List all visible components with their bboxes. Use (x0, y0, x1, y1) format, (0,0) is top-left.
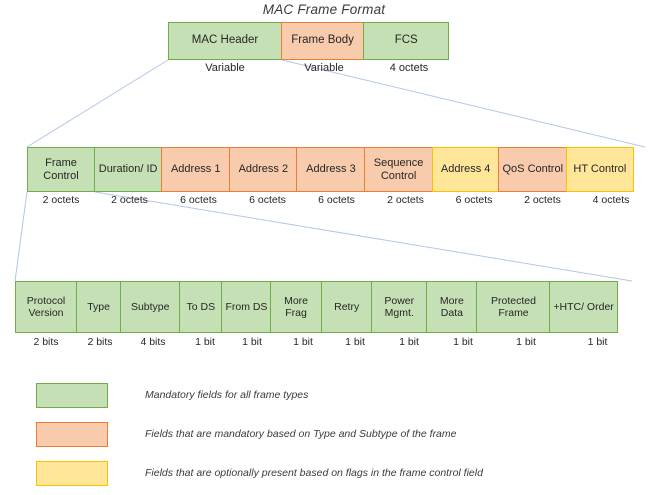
frame-control-cell: More Data (425, 281, 478, 333)
mac-frame-cell: FCS (363, 22, 450, 60)
mac-frame-cell: Frame Body (280, 22, 365, 60)
frame-control-cell: More Frag (270, 281, 323, 333)
legend-label: Mandatory fields for all frame types (145, 389, 309, 401)
frame-control-size-label: 1 bit (242, 336, 262, 348)
mac-header-size-row: 2 octets 2 octets 6 octets 6 octets 6 octets… (27, 194, 645, 206)
mac-header-size-label: 4 octets (592, 194, 630, 206)
frame-control-cell: From DS (221, 281, 272, 333)
frame-control-cell: +HTC/ Order (549, 281, 619, 333)
mac-frame-size-label: 4 octets (389, 62, 429, 74)
frame-control-size-label: 1 bit (399, 336, 419, 348)
frame-control-cell: Subtype (120, 281, 181, 333)
mac-header-cell: QoS Control (498, 147, 568, 192)
frame-control-cell: Protected Frame (476, 281, 551, 333)
frame-control-size-label: 1 bit (195, 336, 215, 348)
frame-control-cell: To DS (178, 281, 223, 333)
mac-frame-size-row: Variable Variable 4 octets (168, 62, 452, 74)
connector-mac-header-left (26, 59, 169, 148)
legend-item: Fields that are optionally present based… (36, 456, 636, 490)
legend-item: Fields that are mandatory based on Type … (36, 417, 636, 451)
mac-header-cell: Duration/ ID (93, 147, 163, 192)
frame-control-size-label: 1 bit (516, 336, 536, 348)
mac-header-size-label: 6 octets (180, 194, 217, 206)
mac-header-size-label: 2 octets (111, 194, 148, 206)
frame-control-size-label: 1 bit (587, 336, 608, 348)
connector-frame-control-left (14, 191, 28, 282)
mac-frame-size-label: Variable (304, 62, 344, 74)
frame-control-size-label: 2 bits (87, 336, 113, 348)
mac-header-cell: Sequence Control (364, 147, 434, 192)
mac-header-cell: Address 3 (296, 147, 366, 192)
frame-control-size-label: 1 bit (453, 336, 473, 348)
mac-frame-size-label: Variable (205, 62, 245, 74)
frame-control-cell: Power Mgmt. (371, 281, 428, 333)
frame-control-size-label: 1 bit (345, 336, 365, 348)
frame-control-size-row: 2 bits 2 bits 4 bits 1 bit 1 bit 1 bit 1 bit 1 … (15, 336, 632, 348)
mac-header-size-label: 6 octets (455, 194, 493, 206)
frame-control-size-label: 1 bit (293, 336, 313, 348)
frame-control-size-label: 4 bits (140, 336, 166, 348)
mac-header-cell: Frame Control (27, 147, 95, 192)
legend-label: Fields that are mandatory based on Type … (145, 428, 457, 440)
mac-header-cell: Address 2 (228, 147, 298, 192)
diagram-title: MAC Frame Format (262, 2, 386, 17)
mac-header-cell: HT Control (565, 147, 634, 192)
frame-control-size-label: 2 bits (33, 336, 59, 348)
legend-swatch-orange (36, 421, 108, 447)
legend-item: Mandatory fields for all frame types (36, 378, 636, 412)
mac-header-size-label: 6 octets (249, 194, 286, 206)
legend-label: Fields that are optionally present based… (145, 467, 483, 479)
frame-control-cell: Retry (320, 281, 373, 333)
mac-header-cell: Address 1 (161, 147, 231, 192)
mac-header-cell: Address 4 (431, 147, 500, 192)
mac-header-size-label: 2 octets (387, 194, 424, 206)
legend-swatch-green (36, 382, 108, 408)
mac-frame-cell: MAC Header (168, 22, 282, 60)
mac-header-size-label: 2 octets (524, 194, 561, 206)
legend-swatch-yellow (36, 460, 108, 486)
mac-header-size-label: 2 octets (42, 194, 80, 206)
frame-control-cell: Protocol Version (15, 281, 77, 333)
mac-header-size-label: 6 octets (318, 194, 355, 206)
frame-control-cell: Type (75, 281, 122, 333)
